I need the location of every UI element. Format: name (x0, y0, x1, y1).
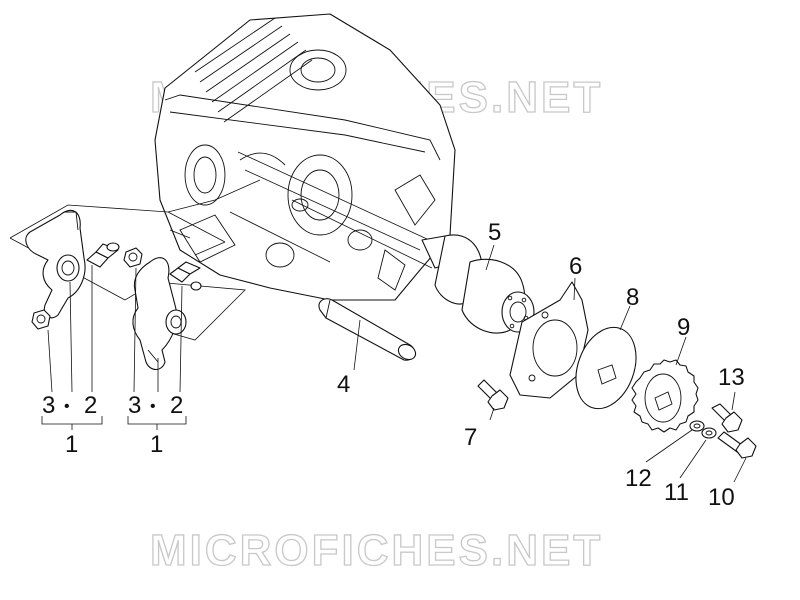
callout-12: 12 (625, 465, 652, 492)
sprocket-bolt-10 (717, 431, 757, 459)
rocker-arm-left (25, 209, 86, 319)
rocker-shaft (318, 298, 417, 361)
callout-mid-2: 2 (170, 392, 183, 419)
nut-mid (123, 247, 143, 268)
washer-11 (701, 427, 717, 439)
callout-mid-1: 1 (150, 431, 163, 458)
cam-sprocket (631, 359, 699, 433)
leader-lines (47, 244, 747, 483)
adjusting-screw-mid (169, 261, 202, 291)
camshaft (421, 234, 535, 334)
callout-6: 6 (569, 253, 582, 280)
callout-8: 8 (626, 284, 639, 311)
callout-left-dot: • (64, 398, 70, 415)
callout-5: 5 (488, 219, 501, 246)
callout-7: 7 (464, 424, 477, 451)
callout-mid-3: 3 (128, 392, 141, 419)
callout-left-1: 1 (65, 431, 78, 458)
watermark-bottom: MICROFICHES.NET (150, 526, 603, 575)
callout-left-2: 2 (84, 392, 97, 419)
callout-10: 10 (708, 484, 735, 511)
adjusting-screw-left (86, 242, 120, 268)
callout-mid-dot: • (150, 398, 156, 415)
callout-9: 9 (677, 314, 690, 341)
callout-left-3: 3 (42, 392, 55, 419)
washer-12 (689, 420, 705, 432)
rocker-arm-mid (132, 257, 187, 371)
nut-left (31, 309, 51, 330)
assembly-brackets (41, 416, 187, 430)
plate-bolt (477, 379, 509, 411)
callout-4: 4 (337, 371, 350, 398)
axis-lines (169, 151, 441, 269)
callout-11: 11 (664, 479, 689, 506)
callout-13: 13 (718, 364, 745, 391)
sprocket-bolt-13 (711, 403, 743, 433)
cylinder-head (154, 13, 456, 301)
